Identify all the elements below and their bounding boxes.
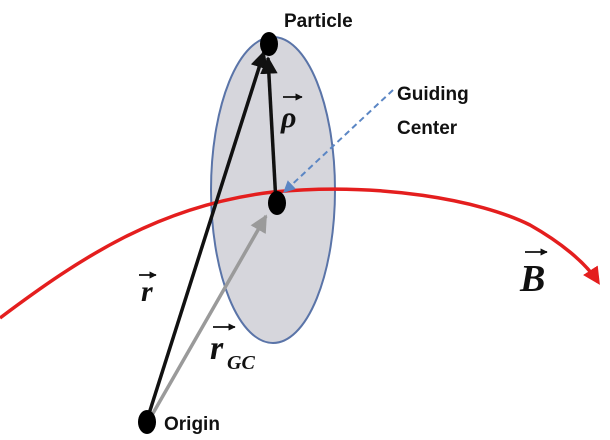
gyroradius-vector (260, 56, 278, 204)
r-symbol: r (141, 275, 153, 308)
particle-dot (260, 32, 278, 56)
magnetic-field-line (0, 187, 600, 320)
r-gc-subscript: GC (227, 352, 255, 374)
origin-dot (138, 410, 156, 434)
r-vector-label: r (139, 271, 157, 308)
guiding-center-label-line2: Center (397, 118, 458, 139)
b-field-label: B (519, 248, 548, 300)
b-symbol: B (519, 258, 545, 300)
r-gc-vector-label: r GC (210, 323, 255, 374)
rho-symbol: ρ (280, 101, 296, 134)
guiding-center-dot (268, 191, 286, 215)
r-gc-symbol: r (210, 330, 224, 367)
guiding-center-label-line1: Guiding (397, 84, 469, 105)
position-vector (145, 50, 268, 421)
origin-label: Origin (164, 414, 220, 435)
particle-label: Particle (284, 11, 353, 32)
guiding-center-pointer (283, 89, 394, 193)
guiding-center-vector (146, 214, 268, 423)
rho-vector-label: ρ (280, 93, 303, 134)
